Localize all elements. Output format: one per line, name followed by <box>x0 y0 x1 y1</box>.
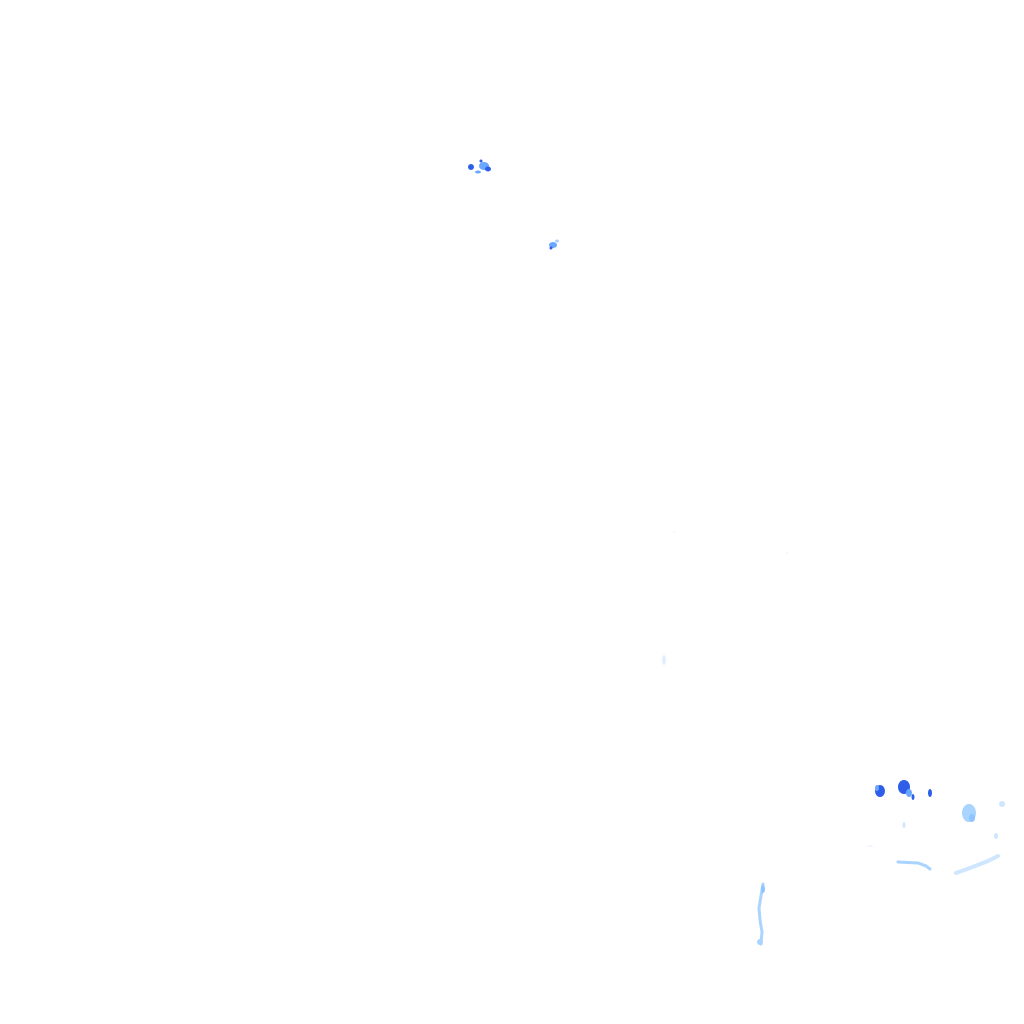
echo-south-line <box>757 882 765 946</box>
echo-center-trace <box>662 531 788 665</box>
echo-southeast-cluster <box>875 780 1005 828</box>
echo-north-small <box>549 239 559 250</box>
echo-north-cluster <box>468 159 491 174</box>
echo-southeast-arc <box>867 833 1000 875</box>
